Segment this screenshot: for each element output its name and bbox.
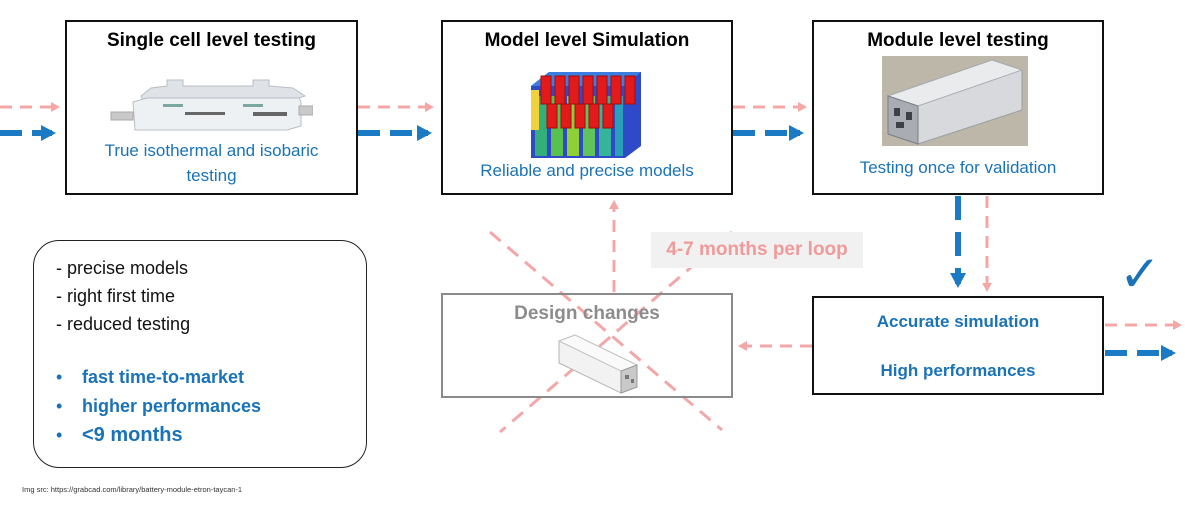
design-changes-title: Design changes [514,303,660,324]
module-testing-box: Module level testing Testing once for va… [812,20,1104,195]
model-simulation-subtitle: Reliable and precise models [480,161,694,180]
module-outline-image [557,334,639,394]
cell-testing-title: Single cell level testing [106,30,317,51]
cell-testing-box: Single cell level testing True isotherma… [65,20,358,195]
benefit-highlight-3: <9 months [82,424,183,446]
bullet-icon: • [56,425,63,445]
loop-duration-label: 4-7 months per loop [651,232,863,268]
model-simulation-title: Model level Simulation [484,30,690,51]
image-source-caption: Img src: https://grabcad.com/library/bat… [22,485,243,494]
bullet-icon: • [56,367,63,387]
cell-testing-subtitle-line2: testing [186,166,237,185]
benefit-plain-1: - precise models [56,258,189,278]
battery-cell-image [110,79,313,131]
bullet-icon: • [56,396,63,416]
thermal-model-image [531,72,641,158]
module-testing-title: Module level testing [867,30,1049,51]
cell-testing-subtitle-line1: True isothermal and isobaric [104,141,319,160]
check-mark-icon: ✓ [1119,245,1161,303]
benefit-plain-3: - reduced testing [56,314,191,334]
battery-module-photo [882,56,1028,146]
result-box: Accurate simulation High performances [812,296,1104,395]
result-line-accurate: Accurate simulation [876,312,1040,331]
benefit-highlight-2: higher performances [82,396,262,416]
model-simulation-box: Model level Simulation Reliable and prec… [441,20,733,195]
benefit-highlight-1: fast time-to-market [82,367,245,387]
design-changes-box: Design changes [441,293,733,398]
benefit-plain-2: - right first time [56,286,176,306]
result-line-performance: High performances [880,361,1036,380]
benefits-box: - precise models - right first time - re… [33,240,367,468]
module-testing-subtitle: Testing once for validation [859,158,1057,177]
